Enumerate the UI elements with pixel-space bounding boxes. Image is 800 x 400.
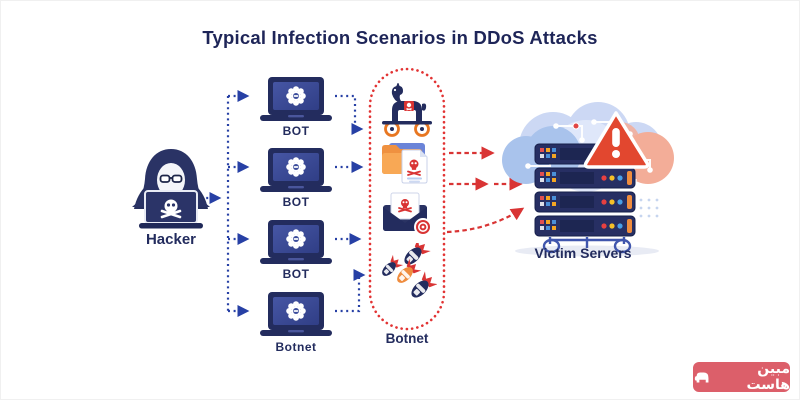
dot-grid [639, 198, 659, 218]
glasses-icon [159, 174, 183, 183]
watermark-text: مبین هاست [746, 361, 790, 393]
bot-label: BOT [282, 124, 310, 138]
red-node [572, 122, 580, 130]
blue-dotted-arrows [195, 89, 366, 318]
bot-label: BOT [282, 195, 310, 209]
target-badge-icon [414, 218, 432, 236]
skull-icon [398, 199, 412, 213]
elephant-logo-icon [694, 372, 709, 382]
warning-triangle-icon [583, 111, 650, 169]
infected-folder-icon [382, 143, 428, 184]
skull-crossbones-icon [160, 199, 182, 219]
hacker-icon [132, 149, 210, 229]
diagram-title: Typical Infection Scenarios in DDoS Atta… [202, 27, 598, 48]
bot-laptop-icon [260, 220, 332, 264]
botnet-laptop-label: Botnet [275, 340, 317, 354]
bot-laptop-icon [260, 77, 332, 121]
watermark-badge: مبین هاست [693, 361, 790, 393]
rack-legs [542, 237, 632, 254]
malicious-email-icon [383, 192, 432, 236]
hacker-label: Hacker [145, 231, 197, 248]
bot-laptop-icon [260, 292, 332, 336]
trojan-horse-icon [382, 83, 432, 137]
red-dashed-arrows [446, 146, 525, 234]
bot-laptop-icon [260, 148, 332, 192]
victim-servers-icon [502, 102, 674, 257]
botnet-oval-border [368, 67, 446, 331]
skull-icon [407, 159, 421, 176]
bot-label: BOT [282, 267, 310, 281]
victim-servers-label: Victim Servers [534, 245, 632, 261]
botnet-group-label: Botnet [385, 331, 429, 346]
malware-bombs-icon [377, 243, 437, 303]
